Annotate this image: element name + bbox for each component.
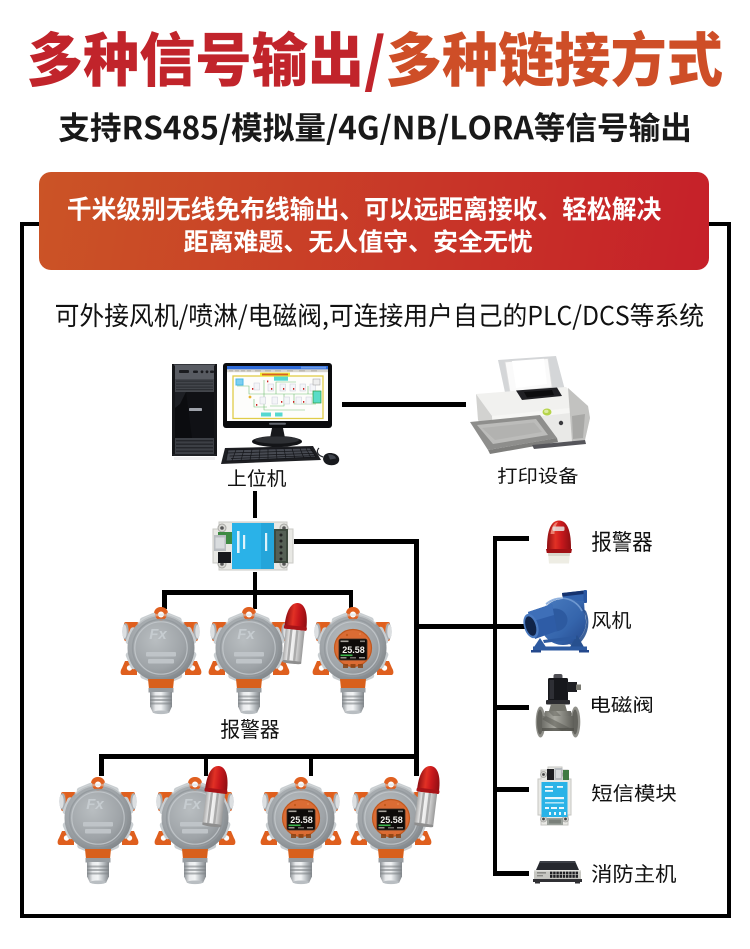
svg-text:25.58: 25.58 bbox=[342, 645, 365, 655]
svg-text:25.58: 25.58 bbox=[380, 815, 403, 825]
svg-text:Fx: Fx bbox=[86, 796, 104, 813]
svg-text:25.58: 25.58 bbox=[290, 815, 313, 825]
svg-text:Fx: Fx bbox=[237, 626, 255, 643]
svg-text:Fx: Fx bbox=[149, 626, 167, 643]
svg-text:Fx: Fx bbox=[183, 796, 201, 813]
